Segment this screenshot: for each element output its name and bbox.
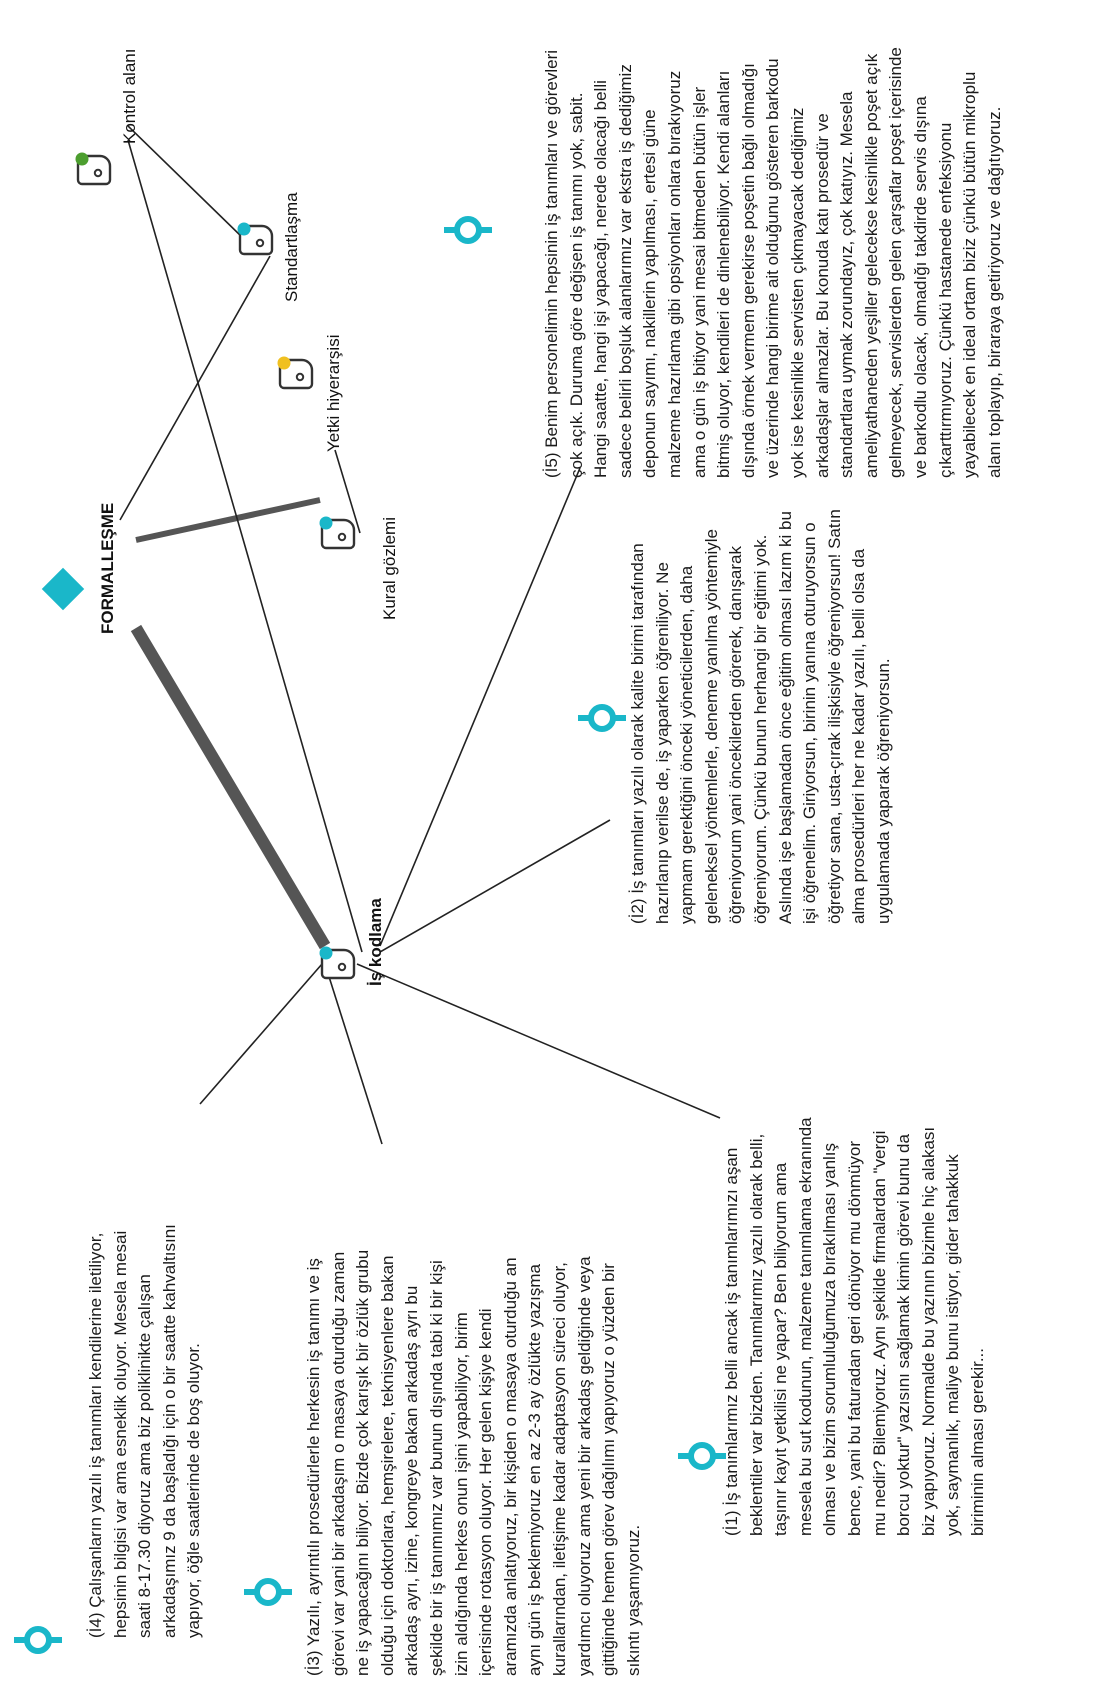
quote-line: yayabilecek en ideal ortam biziz çünkü b… bbox=[960, 71, 980, 478]
standartlasma-label: Standartlaşma bbox=[282, 192, 301, 302]
yetki-hiyerarsisi-label: Yetki hiyerarşisi bbox=[324, 334, 343, 452]
quote-line: bitmiş oluyor, kendileri de dinlenebiliy… bbox=[714, 70, 734, 478]
quote-i3: (İ3) Yazılı, ayrıntılı prosedürlerle her… bbox=[302, 1250, 646, 1676]
quote-line: bence, yani bu faturadan geri dönüyor mu… bbox=[844, 1140, 864, 1536]
kontrol-alani-code-icon[interactable] bbox=[75, 152, 112, 186]
quote-line: Aslında işe başlamadan önce eğitim olmas… bbox=[775, 511, 795, 924]
quote-i2: (İ2) İş tanımları yazılı olarak kalite b… bbox=[626, 509, 897, 924]
quote-line: içerisinde rotasyon oluyor. Her gelen ki… bbox=[476, 1308, 496, 1676]
quote-i5: (İ5) Benim personelimin hepsinin iş tanı… bbox=[540, 47, 1007, 478]
quote-line: ne iş yapacağını biliyor. Bizde çok karı… bbox=[353, 1249, 373, 1676]
quote-line: yok ise kesinlikle servisten çıkmayacak … bbox=[787, 107, 807, 478]
quote-line: ameliyathaneden yeşiller gelecekse kesin… bbox=[861, 53, 881, 478]
quote-line: Hangi saatte, hangi işi yapacağı, nerede… bbox=[591, 80, 611, 478]
quote-line: çıkarttırmıyoruz. Çünkü hastanede enfeks… bbox=[935, 122, 955, 478]
link-is-kodlama-i5 bbox=[379, 467, 581, 947]
formallesme-label: FORMALLEŞME bbox=[98, 502, 117, 634]
quote-line: borcu yoktur" yazısını sağlamak kimin gö… bbox=[894, 1134, 914, 1536]
link-kural-gozlemi-yetki-hiyerarsisi bbox=[334, 449, 361, 534]
quote-line: sıkıntı yaşamıyoruz. bbox=[623, 1524, 643, 1676]
quote-line: gittiğinde hemen görev dağılımı yapıyoru… bbox=[599, 1263, 619, 1676]
kural-gozlemi-label: Kural gözlemi bbox=[380, 517, 399, 620]
quote-i3-pin-icon[interactable] bbox=[244, 1578, 292, 1606]
link-formallesme-kural-gozlemi bbox=[135, 497, 321, 543]
link-is-kodlama-i1 bbox=[356, 963, 721, 1119]
quote-line: taşınır kayıt yetkilisi ne yapar? Ben bi… bbox=[771, 1162, 791, 1536]
quote-line: olması ve bizim sorumluluğumuza bırakılm… bbox=[820, 1142, 840, 1536]
quote-line: (İ5) Benim personelimin hepsinin iş tanı… bbox=[542, 49, 561, 478]
quote-line: sadece belirli boşluk alanlarımız var ek… bbox=[615, 64, 635, 478]
quote-line: olduğu için doktorlara, hemşirelere, tek… bbox=[377, 1255, 397, 1676]
quote-i4-pin-icon[interactable] bbox=[14, 1626, 62, 1654]
quote-line: çok açık. Duruma göre değişen iş tanımı … bbox=[566, 92, 586, 478]
quote-line: mesela bu sut kodunun, malzeme tanımlama… bbox=[795, 1117, 815, 1536]
link-kontrol-alani-standartlasma bbox=[127, 125, 244, 239]
quote-line: öğretiyor sana, usta-çırak ilişkisiyle ö… bbox=[824, 509, 844, 924]
quote-line: standartlara uymak zorundayız, çok katıy… bbox=[837, 91, 857, 478]
quote-line: (İ3) Yazılı, ayrıntılı prosedürlerle her… bbox=[304, 1258, 323, 1676]
standartlasma-code-icon[interactable] bbox=[237, 222, 274, 256]
quote-line: ve üzerinde hangi birime ait olduğunu gö… bbox=[763, 58, 783, 478]
quote-line: öğreniyorum yani öncekilerden görerek, d… bbox=[726, 546, 746, 924]
quote-line: görevi var yani bir arkadaşım o masaya o… bbox=[328, 1251, 348, 1676]
link-is-kodlama-i2 bbox=[379, 819, 611, 953]
quote-line: hepsinin bilgisi var ama esneklik oluyor… bbox=[110, 1230, 130, 1638]
kural-gozlemi-code-icon[interactable] bbox=[319, 516, 356, 550]
yetki-hiyerarsisi-code-icon[interactable] bbox=[277, 356, 314, 390]
quote-line: beklentiler var bizden. Tanımlarımız yaz… bbox=[746, 1133, 766, 1536]
quote-line: saati 8-17.30 diyoruz ama biz poliklinik… bbox=[135, 1274, 155, 1638]
quote-line: izin aldığında herkes onun işini yapabil… bbox=[451, 1312, 471, 1676]
quote-line: uygulamada yaparak öğreniyorsun. bbox=[873, 658, 893, 924]
quote-line: biriminin alması gerekir... bbox=[967, 1347, 987, 1536]
quote-i1-pin-icon[interactable] bbox=[678, 1442, 726, 1470]
quote-line: gelmeyecek, servislerden gelen çarşaflar… bbox=[886, 47, 906, 478]
quote-line: deponun sayımı, nakillerin yapılması, er… bbox=[640, 109, 660, 478]
quote-line: yardımcı oluyoruz ama yeni bir arkadaş g… bbox=[574, 1256, 594, 1676]
quote-line: malzeme hazırlama gibi opsiyonları onlar… bbox=[664, 70, 684, 478]
is-kodlama-code-icon[interactable] bbox=[319, 946, 356, 980]
quote-line: yapmam gerektiğini önceki yöneticilerden… bbox=[677, 565, 697, 924]
quote-line: mu nedir? Bilemiyoruz. Aynı şekilde firm… bbox=[869, 1130, 889, 1536]
quote-i1: (İ1) İş tanımlarımız belli ancak iş tanı… bbox=[720, 1117, 991, 1536]
quote-line: geleneksel yöntemlerle, deneme yanılma y… bbox=[701, 529, 721, 924]
link-formallesme-is-kodlama bbox=[130, 624, 331, 950]
quote-line: (İ2) İş tanımları yazılı olarak kalite b… bbox=[628, 543, 647, 924]
link-formallesme-standartlasma bbox=[119, 255, 271, 521]
quote-line: şekilde bir iş tanımımız var bunun dışın… bbox=[426, 1260, 446, 1676]
quote-line: hazırlanıp verilse de, iş yaparken öğren… bbox=[652, 562, 672, 924]
quote-line: yok, saymanlık, maliye bunu istiyor, gid… bbox=[943, 1154, 963, 1536]
quote-line: işi öğrenelim. Giriyorsun, birinin yanın… bbox=[800, 522, 820, 924]
quote-line: arkadaş ayrı, izine, kongreye bakan arka… bbox=[402, 1285, 422, 1676]
quote-line: biz yapıyoruz. Normalde bu yazının bizim… bbox=[918, 1126, 938, 1536]
quote-line: kurallarından, iletişime kadar adaptasyo… bbox=[549, 1262, 569, 1676]
link-is-kodlama-i4 bbox=[199, 963, 323, 1105]
quote-line: dışında örnek vermem gerekirse poşetin b… bbox=[738, 63, 758, 478]
quote-line: ve barkodlu olacak, olmadığı takdirde se… bbox=[910, 96, 930, 478]
quote-i2-pin-icon[interactable] bbox=[578, 704, 626, 732]
quote-line: (İ4) Çalışanların yazılı iş tanımları ke… bbox=[86, 1232, 105, 1638]
quote-line: alma prosedürleri her ne kadar yazılı, b… bbox=[849, 548, 869, 924]
formallesme-diamond[interactable] bbox=[41, 567, 85, 611]
link-is-kodlama-i3 bbox=[324, 963, 383, 1145]
quote-line: öğreniyorum. Çünkü bunun herhangi bir eğ… bbox=[750, 534, 770, 924]
quote-i4: (İ4) Çalışanların yazılı iş tanımları ke… bbox=[84, 1224, 207, 1638]
quote-line: arkadaşlar almazlar. Bu konuda katı pros… bbox=[812, 113, 832, 478]
quote-line: yapıyor, öğle saatlerinde de boş oluyor. bbox=[184, 1343, 204, 1638]
link-is-kodlama-kontrol-alani bbox=[127, 139, 363, 953]
quote-line: arkadaşımız 9 da başladığı için o bir sa… bbox=[159, 1224, 179, 1638]
quote-line: aramızda anlatıyoruz, bir kişiden o masa… bbox=[500, 1257, 520, 1676]
kontrol-alani-label: Kontrol alanı bbox=[120, 48, 139, 144]
quote-line: ama o gün iş bitiyor yani mesai bitmeden… bbox=[689, 86, 709, 478]
quote-line: alanı toplayıp, biraraya getiriyoruz ve … bbox=[984, 106, 1004, 478]
is-kodlama-label: İş kodlama bbox=[366, 898, 385, 986]
quote-line: aynı gün iş beklemiyoruz en az 2-3 ay öz… bbox=[525, 1264, 545, 1676]
quote-line: (İ1) İş tanımlarımız belli ancak iş tanı… bbox=[722, 1147, 741, 1536]
quote-i5-pin-icon[interactable] bbox=[444, 216, 492, 244]
